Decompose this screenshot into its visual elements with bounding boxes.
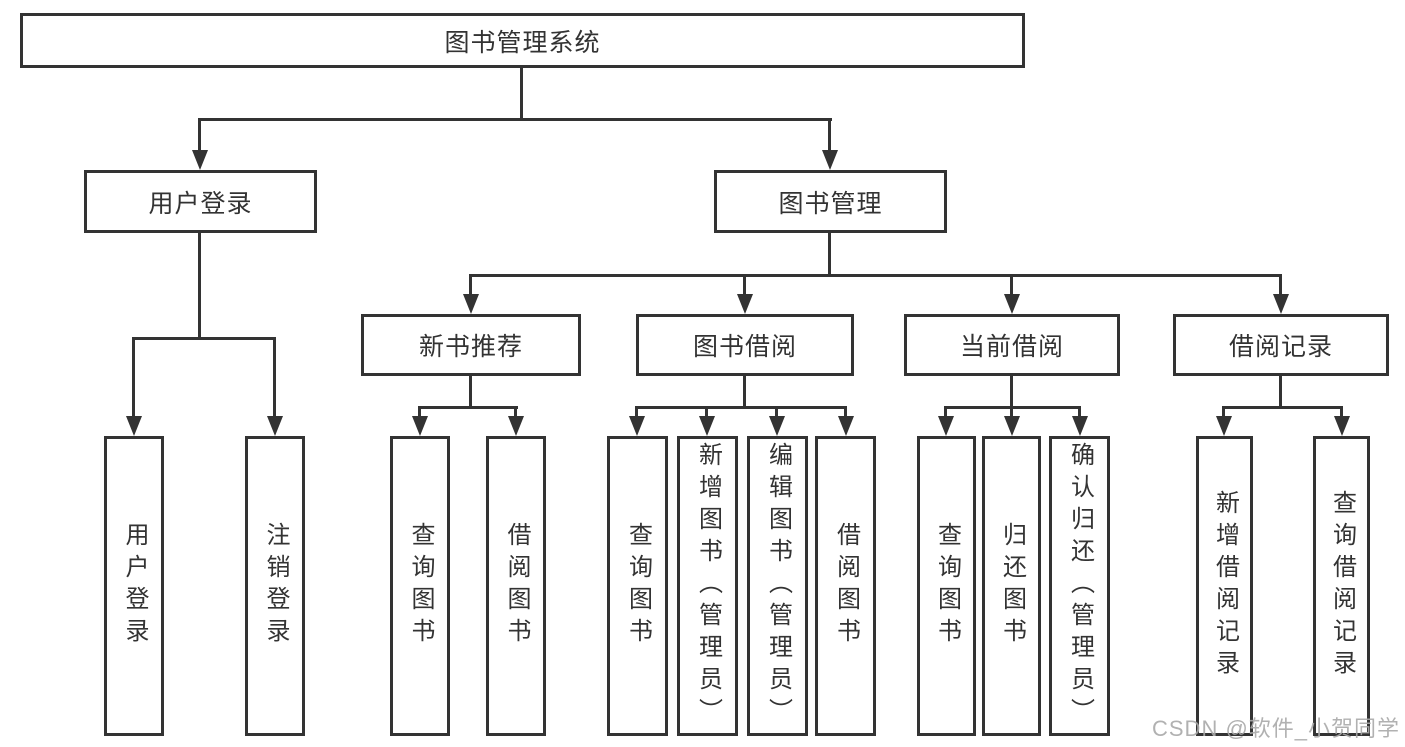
arrowhead-down-icon	[412, 416, 428, 436]
node-current-borrow-label: 当前借阅	[959, 333, 1064, 361]
node-borrow-record: 借阅记录	[1173, 314, 1389, 376]
leaf-add-books-admin-label: 新增图书（管理员）	[694, 442, 722, 730]
leaf-confirm-return-admin: 确认归还（管理员）	[1049, 436, 1110, 736]
arrowhead-down-icon	[938, 416, 954, 436]
connector-new-book-rec-rail	[418, 406, 518, 409]
node-book-management: 图书管理	[714, 170, 947, 233]
connector-line	[1078, 406, 1081, 420]
connector-root-rail	[198, 118, 832, 121]
connector-line	[469, 274, 472, 298]
arrowhead-down-icon	[1334, 416, 1350, 436]
node-user-login: 用户登录	[84, 170, 317, 233]
leaf-current-query-books-label: 查询图书	[933, 522, 961, 650]
connector-line	[1340, 406, 1343, 420]
arrowhead-down-icon	[463, 294, 479, 314]
connector-root-stem	[520, 68, 523, 118]
connector-line	[775, 406, 778, 420]
connector-new-book-rec-stem	[469, 376, 472, 406]
connector-user-login-stem	[198, 233, 201, 337]
connector-line	[705, 406, 708, 420]
leaf-confirm-return-admin-label: 确认归还（管理员）	[1066, 442, 1094, 730]
arrowhead-down-icon	[192, 150, 208, 170]
node-root-label: 图书管理系统	[444, 28, 601, 57]
node-book-management-label: 图书管理	[778, 189, 883, 218]
leaf-borrow-books: 借阅图书	[815, 436, 876, 736]
leaf-user-login: 用户登录	[104, 436, 164, 736]
connector-line	[1279, 274, 1282, 298]
arrowhead-down-icon	[126, 416, 142, 436]
leaf-edit-books-admin: 编辑图书（管理员）	[747, 436, 808, 736]
leaf-rec-borrow-books: 借阅图书	[486, 436, 546, 736]
leaf-current-query-books: 查询图书	[917, 436, 976, 736]
node-current-borrow: 当前借阅	[904, 314, 1120, 376]
connector-line	[944, 406, 947, 420]
connector-line	[635, 406, 638, 420]
connector-book-borrow-rail	[635, 406, 846, 409]
connector-book-borrow-stem	[743, 376, 746, 406]
connector-line	[132, 337, 135, 420]
connector-line	[1222, 406, 1225, 420]
leaf-query-borrow-record-label: 查询借阅记录	[1328, 490, 1356, 682]
connector-line	[198, 118, 201, 154]
leaf-logout-label: 注销登录	[262, 522, 289, 650]
arrowhead-down-icon	[1004, 294, 1020, 314]
arrowhead-down-icon	[1072, 416, 1088, 436]
connector-user-login-rail	[132, 337, 276, 340]
node-new-book-recommend: 新书推荐	[361, 314, 581, 376]
leaf-edit-books-admin-label: 编辑图书（管理员）	[764, 442, 792, 730]
arrowhead-down-icon	[267, 416, 283, 436]
arrowhead-down-icon	[822, 150, 838, 170]
arrowhead-down-icon	[1216, 416, 1232, 436]
connector-book-mgmt-rail	[469, 274, 1282, 277]
node-borrow-record-label: 借阅记录	[1228, 333, 1333, 361]
leaf-rec-borrow-books-label: 借阅图书	[503, 522, 530, 650]
connector-line	[418, 406, 421, 420]
connector-line	[743, 274, 746, 298]
leaf-rec-query-books: 查询图书	[390, 436, 450, 736]
leaf-borrow-query-books-label: 查询图书	[624, 522, 652, 650]
leaf-add-borrow-record-label: 新增借阅记录	[1211, 490, 1239, 682]
leaf-user-login-label: 用户登录	[121, 522, 148, 650]
node-book-borrow-label: 图书借阅	[692, 333, 797, 361]
connector-line	[273, 337, 276, 420]
leaf-logout: 注销登录	[245, 436, 305, 736]
node-new-book-recommend-label: 新书推荐	[418, 333, 523, 361]
arrowhead-down-icon	[737, 294, 753, 314]
arrowhead-down-icon	[508, 416, 524, 436]
connector-line	[828, 118, 831, 154]
leaf-add-borrow-record: 新增借阅记录	[1196, 436, 1253, 736]
leaf-return-books: 归还图书	[982, 436, 1041, 736]
node-root: 图书管理系统	[20, 13, 1025, 68]
leaf-query-borrow-record: 查询借阅记录	[1313, 436, 1370, 736]
connector-book-mgmt-stem	[828, 233, 831, 274]
connector-current-borrow-stem	[1010, 376, 1013, 406]
leaf-return-books-label: 归还图书	[998, 522, 1026, 650]
arrowhead-down-icon	[1273, 294, 1289, 314]
arrowhead-down-icon	[629, 416, 645, 436]
leaf-add-books-admin: 新增图书（管理员）	[677, 436, 738, 736]
node-book-borrow: 图书借阅	[636, 314, 854, 376]
leaf-borrow-query-books: 查询图书	[607, 436, 668, 736]
connector-line	[1010, 274, 1013, 298]
arrowhead-down-icon	[1004, 416, 1020, 436]
connector-line	[514, 406, 517, 420]
arrowhead-down-icon	[838, 416, 854, 436]
connector-line	[844, 406, 847, 420]
node-user-login-label: 用户登录	[148, 189, 253, 218]
leaf-rec-query-books-label: 查询图书	[407, 522, 434, 650]
leaf-borrow-books-label: 借阅图书	[832, 522, 860, 650]
arrowhead-down-icon	[769, 416, 785, 436]
connector-borrow-record-rail	[1222, 406, 1343, 409]
csdn-watermark: CSDN @软件_小贺同学	[1152, 716, 1401, 741]
connector-borrow-record-stem	[1279, 376, 1282, 406]
connector-line	[1010, 406, 1013, 420]
arrowhead-down-icon	[699, 416, 715, 436]
